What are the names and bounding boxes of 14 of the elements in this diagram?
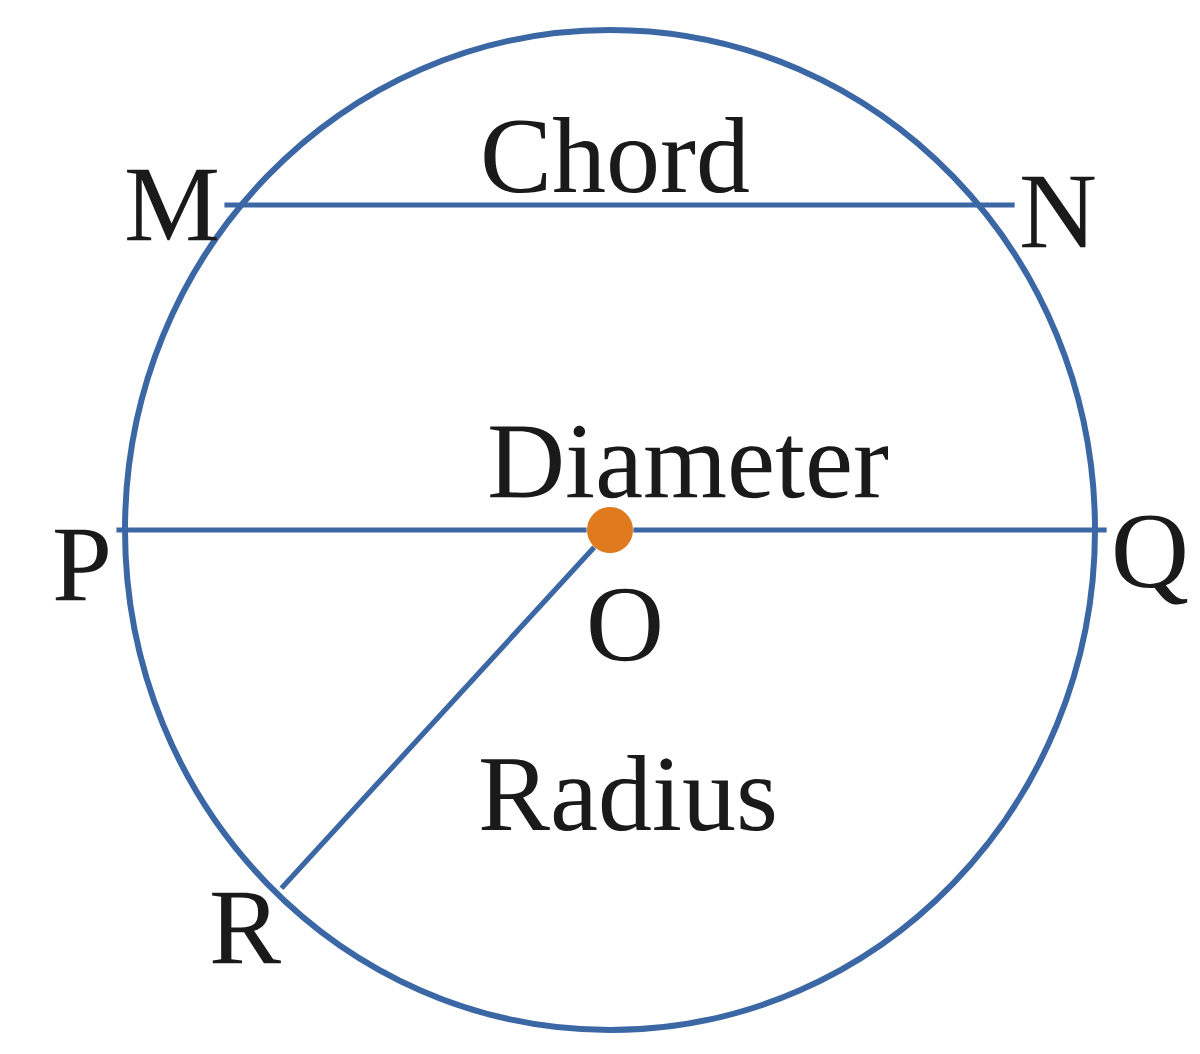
point-label: N — [1022, 176, 1095, 248]
point-label: M — [127, 169, 217, 241]
point-label: R — [212, 892, 281, 964]
point-label: O — [590, 588, 660, 662]
segment-label: Chord — [484, 117, 749, 193]
segment-label: Diameter — [490, 425, 888, 499]
line-segment — [224, 202, 1015, 208]
point-label: P — [55, 529, 108, 601]
line-segment — [633, 527, 1107, 533]
point-label: Q — [1115, 515, 1188, 605]
center-dot — [587, 507, 633, 553]
line-segment — [279, 545, 597, 890]
line-segment — [116, 527, 587, 533]
segment-label: Radius — [481, 755, 775, 831]
